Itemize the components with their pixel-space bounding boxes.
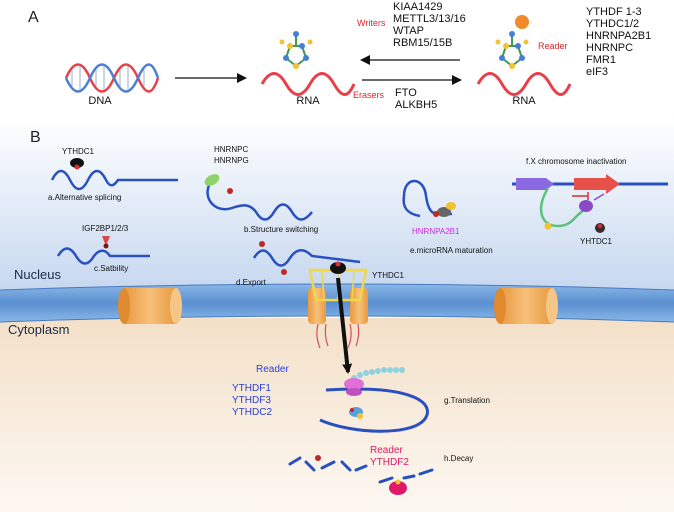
mirna-caption: e.microRNA maturation <box>410 246 493 255</box>
translation-reader-item: YTHDF1 <box>232 383 271 394</box>
export-protein-label: YTHDC1 <box>372 271 405 280</box>
xinact-caption: f.X chromosome inactivation <box>526 157 627 166</box>
membrane-channel-left <box>118 288 182 324</box>
export-caption: d.Export <box>236 278 267 287</box>
cytoplasm-region <box>0 318 674 512</box>
reader-protein-icon <box>515 15 529 29</box>
erasers-label: Erasers <box>353 90 385 100</box>
nuclear-pore <box>308 268 368 349</box>
translation-reader-label: Reader <box>256 364 289 375</box>
reader-label: Reader <box>538 41 568 51</box>
translation-reader-item: YTHDF3 <box>232 395 271 406</box>
structure-protein-label: HNRNPG <box>214 156 249 165</box>
dna-label: DNA <box>88 95 112 107</box>
stability-caption: c.Satbility <box>94 264 128 273</box>
xist-protein-icon <box>579 200 593 212</box>
rna-left <box>260 30 356 96</box>
translation-caption: g.Translation <box>444 396 490 405</box>
structure-protein-label: HNRNPC <box>214 145 248 154</box>
hnrnpa2b1-protein-icon <box>437 207 451 217</box>
panel-b-label: B <box>30 129 41 146</box>
rna-right <box>476 15 572 96</box>
export-arrow <box>336 277 353 374</box>
splicing-caption: a.Alternative splicing <box>48 193 121 202</box>
xinact-protein-label: YHTDC1 <box>580 237 613 246</box>
hnrnpc-protein-icon <box>204 174 220 186</box>
writer-item: KIAA1429 <box>393 1 443 13</box>
erasers-list: FTO ALKBH5 <box>395 87 437 111</box>
writers-list: KIAA1429 METTL3/13/16 WTAP RBM15/15B <box>393 1 466 49</box>
reader-item: YTHDC1/2 <box>586 18 639 30</box>
ythdc1-export-protein-icon <box>330 262 346 274</box>
translation-readers-list: YTHDF1 YTHDF3 YTHDC2 <box>232 383 272 418</box>
nucleus-label: Nucleus <box>14 267 61 282</box>
ythdf2-protein-icon <box>389 481 407 495</box>
reader-item: eIF3 <box>586 66 608 78</box>
translation-rna <box>319 367 429 433</box>
splicing-rna <box>50 158 178 191</box>
rna-left-label: RNA <box>296 95 320 107</box>
reader-item: HNRNPA2B1 <box>586 30 651 42</box>
peptide-chain <box>351 367 405 381</box>
decay-caption: h.Decay <box>444 454 473 463</box>
igf2bp-protein-icon <box>102 236 110 246</box>
rna-right-label: RNA <box>512 95 536 107</box>
membrane-channel-right <box>494 288 558 324</box>
eraser-item: ALKBH5 <box>395 99 437 111</box>
panel-a-label: A <box>28 9 39 26</box>
ythdc1-protein-icon <box>70 158 84 168</box>
structure-caption: b.Structure switching <box>244 225 318 234</box>
writer-item: METTL3/13/16 <box>393 13 466 25</box>
writer-item: WTAP <box>393 25 424 37</box>
translation-reader-item: YTHDC2 <box>232 407 272 418</box>
writer-item: RBM15/15B <box>393 37 452 49</box>
reader-item: YTHDF 1-3 <box>586 6 642 18</box>
ribosome-icon <box>344 378 364 390</box>
structure-rna <box>204 174 313 221</box>
dna-helix <box>64 63 160 93</box>
mirna-protein-label: HNRNPA2B1 <box>412 227 460 236</box>
reader-item: FMR1 <box>586 54 616 66</box>
cytoplasm-label: Cytoplasm <box>8 322 69 337</box>
panel-a-background <box>0 0 674 118</box>
decay-reader-label: Reader <box>370 445 403 456</box>
readers-list: YTHDF 1-3 YTHDC1/2 HNRNPA2B1 HNRNPC FMR1… <box>586 6 651 78</box>
mirna-hairpin <box>402 179 456 218</box>
stability-rna <box>56 236 150 265</box>
eraser-item: FTO <box>395 87 417 99</box>
export-rna <box>252 241 361 275</box>
x-chromosome-diagram <box>512 174 668 233</box>
splicing-protein-label: YTHDC1 <box>62 147 95 156</box>
stability-protein-label: IGF2BP1/2/3 <box>82 224 129 233</box>
writers-label: Writers <box>357 18 386 28</box>
decay-reader-name: YTHDF2 <box>370 457 409 468</box>
reader-item: HNRNPC <box>586 42 633 54</box>
decay-fragments <box>288 456 434 484</box>
